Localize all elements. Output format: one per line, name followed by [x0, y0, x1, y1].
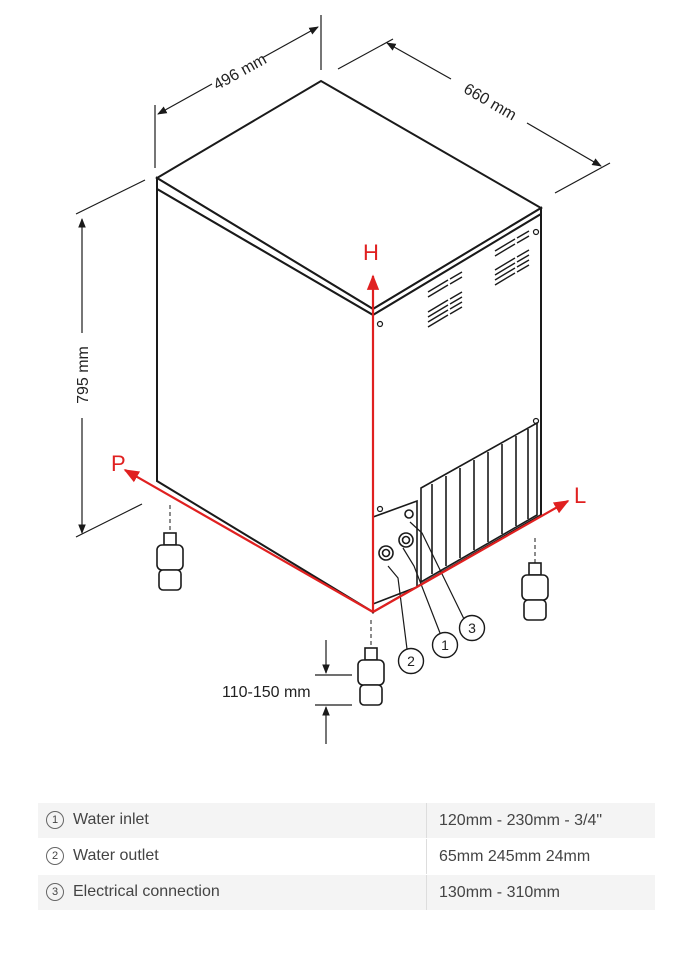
feet [156, 505, 549, 706]
table-row: 2 Water outlet 65mm 245mm 24mm [38, 838, 655, 875]
connection-name: Water inlet [73, 811, 149, 829]
callout-label: 1 [441, 637, 449, 653]
cabinet-body [155, 79, 543, 614]
machine-dimension-drawing: 2 1 3 H P L [75, 15, 611, 744]
depth-axis-label: P [111, 451, 126, 476]
callout-label: 2 [407, 653, 415, 669]
height-dimension [75, 179, 146, 538]
connection-plate [372, 499, 418, 606]
callout-1: 1 [431, 631, 459, 659]
foot-left [156, 505, 184, 591]
connection-name-cell: 2 Water outlet [38, 838, 427, 875]
leg-height-label: 110-150 mm [222, 684, 311, 701]
foot-front [357, 620, 385, 706]
vent-group-left [427, 271, 463, 328]
callout-2: 2 [397, 647, 425, 675]
width-dimension [154, 15, 322, 168]
length-axis [372, 500, 570, 613]
connection-name: Electrical connection [73, 883, 220, 901]
length-axis-label: L [574, 483, 586, 508]
connection-value: 120mm - 230mm - 3/4" [426, 803, 655, 839]
connection-value: 130mm - 310mm [426, 874, 655, 911]
connection-name: Water outlet [73, 847, 159, 865]
table-row: 1 Water inlet 120mm - 230mm - 3/4" [38, 803, 655, 839]
callout-label: 3 [468, 620, 476, 636]
leg-height-dimension [315, 640, 352, 744]
electrical-connector [404, 509, 414, 519]
connection-name-cell: 3 Electrical connection [38, 874, 427, 911]
connections-table: 1 Water inlet 120mm - 230mm - 3/4" 2 Water… [38, 803, 655, 911]
table-row: 3 Electrical connection 130mm - 310mm [38, 874, 655, 911]
screw [532, 228, 540, 236]
width-label: 496 mm [211, 51, 270, 94]
connection-value: 65mm 245mm 24mm [426, 838, 655, 875]
connection-number: 2 [46, 847, 64, 866]
lower-grille [420, 421, 538, 584]
height-axis-label: H [363, 240, 379, 265]
foot-right [521, 538, 549, 621]
height-label: 795 mm [75, 346, 92, 404]
connection-name-cell: 1 Water inlet [38, 803, 427, 839]
depth-axis [123, 469, 374, 613]
axes [123, 274, 570, 613]
panel-screws [376, 228, 540, 513]
connection-number: 3 [46, 883, 64, 902]
upper-vents [427, 230, 530, 328]
screw [376, 505, 384, 513]
depth-dimension [337, 38, 611, 194]
depth-label: 660 mm [460, 81, 519, 125]
callout-3: 3 [458, 614, 486, 642]
callout-leaders [387, 521, 465, 650]
screw [376, 320, 384, 328]
vent-group-right [494, 230, 530, 286]
grille-frame [420, 421, 538, 584]
connection-number: 1 [46, 811, 64, 830]
